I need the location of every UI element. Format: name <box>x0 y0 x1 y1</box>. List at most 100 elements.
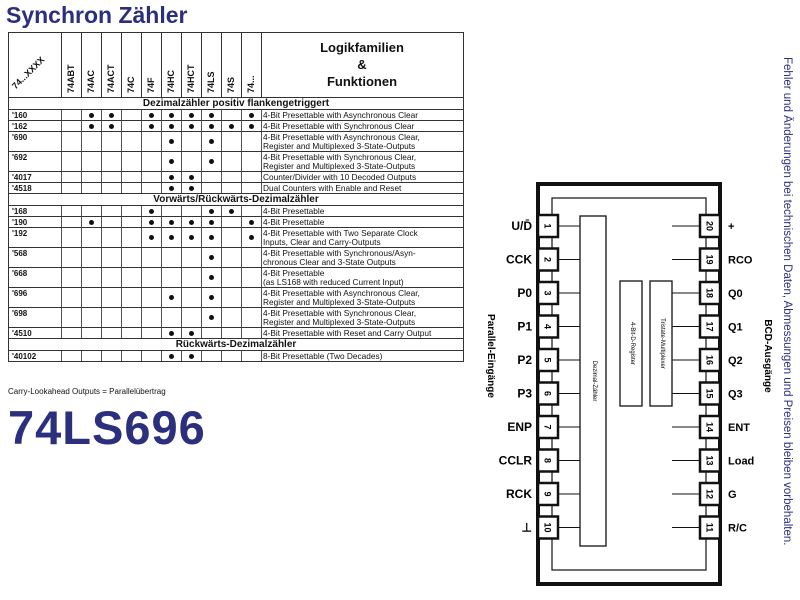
family-cell <box>61 328 82 338</box>
header-family-74ACT: 74ACT <box>101 33 122 97</box>
family-cell <box>221 183 242 193</box>
function-description: 4-Bit Presettable with Asynchronous Clea… <box>263 110 461 120</box>
family-cell <box>81 132 102 151</box>
description-line: 4-Bit Presettable <box>263 268 325 278</box>
availability-dot <box>188 353 194 359</box>
pin-label: P2 <box>517 353 532 367</box>
pin-label: Q2 <box>728 355 743 367</box>
pin-label: P1 <box>517 320 532 334</box>
description-line: 4-Bit Presettable with Asynchronous Clea… <box>263 132 420 142</box>
family-cell <box>141 110 162 120</box>
family-cell <box>181 328 202 338</box>
family-label: 74AC <box>86 69 96 93</box>
family-cell <box>81 228 102 247</box>
description-line: 4-Bit Presettable with Two Separate Cloc… <box>263 228 418 238</box>
family-cell <box>141 328 162 338</box>
family-cell <box>61 351 82 361</box>
family-cell <box>81 351 102 361</box>
family-label: 74HC <box>166 69 176 93</box>
family-cell <box>81 328 102 338</box>
pin-number: 16 <box>705 355 715 365</box>
header-family-74F: 74F <box>141 33 162 97</box>
description-line: Register and Multiplexed 3-State-Outputs <box>263 317 416 327</box>
part-number-cell: '4017 <box>12 173 32 182</box>
availability-dot <box>148 219 154 225</box>
pin-box <box>698 481 722 507</box>
part-cell: '168 <box>9 206 62 216</box>
family-cell <box>241 328 262 338</box>
availability-dot <box>188 219 194 225</box>
family-cell <box>61 172 82 182</box>
part-cell: '162 <box>9 121 62 131</box>
function-description: 4-Bit Presettable with Asynchronous Clea… <box>263 132 461 151</box>
availability-dot <box>168 159 174 164</box>
pin-number: 7 <box>543 424 553 429</box>
pin-box <box>536 515 560 540</box>
description-line: 4-Bit Presettable with Asynchronous Clea… <box>263 288 420 298</box>
family-cell <box>161 351 182 361</box>
family-cell <box>61 206 82 216</box>
family-label: 74... <box>246 75 256 93</box>
availability-dot <box>248 123 254 129</box>
pin-number: 11 <box>705 523 715 533</box>
family-cell <box>121 328 142 338</box>
family-cell <box>81 152 102 171</box>
family-cell <box>101 248 122 267</box>
family-cell <box>161 268 182 287</box>
family-cell <box>141 288 162 307</box>
family-cell <box>141 228 162 247</box>
part-number-cell: '40102 <box>12 352 37 361</box>
family-cell <box>181 308 202 327</box>
pin-number: 2 <box>543 257 553 262</box>
family-cell <box>121 288 142 307</box>
part-number-cell: '192 <box>12 229 28 238</box>
family-cell <box>221 351 242 361</box>
header-family-74...: 74... <box>241 33 262 97</box>
family-cell <box>181 268 202 287</box>
family-cell <box>161 121 182 131</box>
availability-dot <box>208 219 214 225</box>
pin-number: 18 <box>705 288 715 298</box>
family-cell <box>241 217 262 227</box>
family-cell <box>161 132 182 151</box>
function-description: 4-Bit Presettable with Synchronous/Asyn-… <box>263 248 461 267</box>
function-header-line: & <box>357 57 367 72</box>
section-title: Rückwärts-Dezimalzähler <box>9 339 463 351</box>
part-number-cell: '162 <box>12 122 28 131</box>
description-line: Register and Multiplexed 3-State-Outputs <box>263 141 416 151</box>
family-cell <box>181 228 202 247</box>
family-cell <box>81 268 102 287</box>
part-number-cell: '668 <box>12 269 28 278</box>
family-cell <box>241 288 262 307</box>
family-cell <box>121 152 142 171</box>
family-cell <box>201 132 222 151</box>
family-cell <box>201 308 222 327</box>
family-cell <box>241 268 262 287</box>
family-label: 74LS <box>206 71 216 93</box>
family-cell <box>161 308 182 327</box>
family-cell <box>161 172 182 182</box>
part-cell: '190 <box>9 217 62 227</box>
family-label: 74ABT <box>66 64 76 93</box>
function-description: 4-Bit Presettable <box>263 217 461 227</box>
family-cell <box>121 172 142 182</box>
family-cell <box>61 121 82 131</box>
description-line: Register and Multiplexed 3-State-Outputs <box>263 297 416 307</box>
pin-box <box>536 280 560 306</box>
header-family-74C: 74C <box>121 33 142 97</box>
availability-dot <box>208 235 214 240</box>
left-group-label: Parallel-Eingänge <box>485 314 496 398</box>
family-cell <box>101 328 122 338</box>
function-header-line: Logikfamilien <box>320 40 404 55</box>
availability-dot <box>188 330 194 336</box>
family-cell <box>161 217 182 227</box>
header-family-74ABT: 74ABT <box>61 33 82 97</box>
pin-box <box>536 381 560 406</box>
table-row: '192 4-Bit Presettable with Two Separate … <box>9 228 463 248</box>
